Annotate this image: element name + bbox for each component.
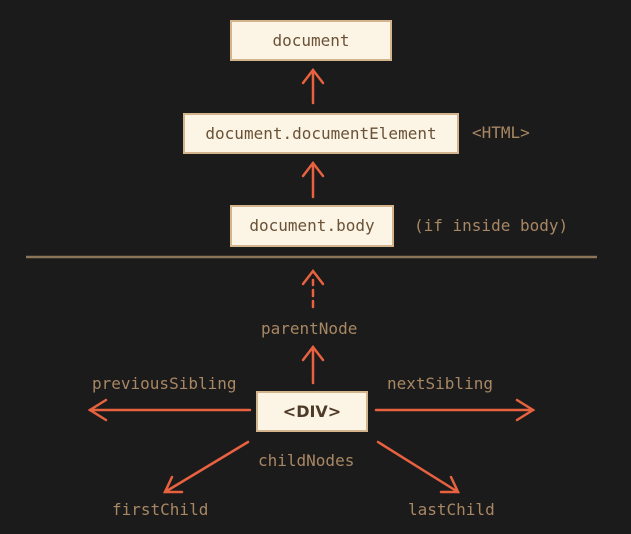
document-box: document bbox=[230, 20, 392, 61]
previous-sibling-arrow bbox=[87, 398, 252, 422]
div-box: <DIV> bbox=[256, 391, 368, 432]
document-element-box-label: document.documentElement bbox=[205, 123, 437, 143]
parent-node-arrow bbox=[301, 344, 325, 385]
div-box-label: <DIV> bbox=[282, 401, 342, 421]
dashed-arrow-up bbox=[301, 268, 325, 309]
first-child-label: firstChild bbox=[112, 500, 209, 519]
first-child-arrow bbox=[163, 440, 250, 494]
last-child-label: lastChild bbox=[408, 500, 495, 519]
document-element-box: document.documentElement bbox=[183, 113, 459, 154]
body-box-label: document.body bbox=[249, 216, 375, 235]
last-child-arrow bbox=[376, 440, 460, 494]
next-sibling-label: nextSibling bbox=[387, 374, 493, 393]
if-inside-body-note: (if inside body) bbox=[414, 216, 569, 235]
document-box-label: document bbox=[272, 30, 350, 50]
body-box: document.body bbox=[230, 205, 394, 247]
arrow-to-document bbox=[301, 67, 325, 105]
parent-node-label: parentNode bbox=[261, 319, 358, 338]
previous-sibling-label: previousSibling bbox=[92, 374, 237, 393]
next-sibling-arrow bbox=[374, 398, 536, 422]
html-note: <HTML> bbox=[472, 123, 530, 142]
child-nodes-label: childNodes bbox=[258, 451, 355, 470]
arrow-to-document-element bbox=[301, 160, 325, 199]
